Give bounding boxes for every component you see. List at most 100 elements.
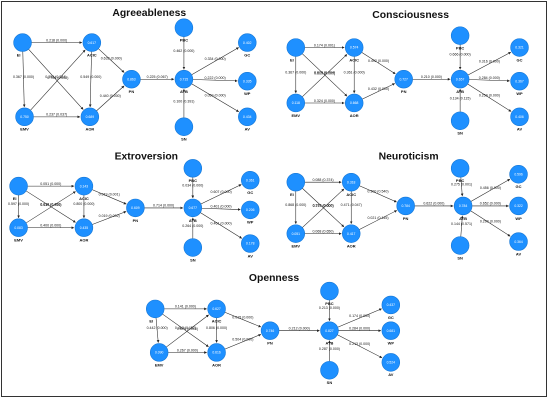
- path-coefficient-label: 0.210 (0.000): [421, 75, 442, 79]
- construct-label: WP: [388, 341, 395, 346]
- path-coefficient-label: 0.290 (0.000): [480, 219, 501, 223]
- path-coefficient-label: 0.456 (0.000): [480, 186, 501, 190]
- r-squared-value: 0.827: [325, 329, 334, 333]
- path-atb-to-gc: [470, 178, 511, 202]
- path-coefficient-label: 0.019 (0.456): [40, 202, 61, 206]
- path-coefficient-label: 0.401 (0.000): [210, 205, 231, 209]
- path-ei-to-aor: [25, 190, 76, 223]
- path-coefficient-label: 0.300 (0.540): [367, 190, 388, 194]
- construct-label: GC: [388, 315, 394, 320]
- construct-node-ei: EI: [286, 38, 305, 62]
- r-squared-value: 0.417: [347, 232, 356, 236]
- path-coefficient-label: 0.549 (0.000): [80, 75, 101, 79]
- construct-circle: [396, 196, 415, 216]
- path-ei-to-emv: [155, 317, 160, 343]
- construct-label: GC: [244, 52, 250, 57]
- path-coefficient-label: 0.259 (0.000): [479, 94, 500, 98]
- path-coefficient-label: 0.632 (0.000): [101, 56, 122, 60]
- path-aor-to-pn: [92, 211, 127, 225]
- panel-consciousness: 0.174 (0.001)0.367 (0.000)0.020 (0.704)0…: [285, 26, 529, 136]
- path-coefficient-label: 0.367 (0.000): [285, 71, 306, 75]
- construct-label: SN: [457, 131, 463, 136]
- path-coefficient-label: 0.461 (0.000): [211, 221, 232, 225]
- path-coefficient-label: 0.218 (0.000): [46, 38, 67, 42]
- r-squared-value: 0.596: [514, 172, 523, 176]
- construct-circle: [174, 117, 194, 136]
- construct-circle: [320, 361, 339, 380]
- construct-node-pbc: PBC: [450, 26, 470, 51]
- path-acic-to-pn: [98, 48, 125, 73]
- path-acic-to-pn: [361, 52, 396, 75]
- path-coefficient-label: 0.225 (0.067): [147, 75, 168, 79]
- path-ei-to-aor: [302, 188, 345, 228]
- panel-title-neuroticism: Neuroticism: [379, 151, 439, 162]
- path-coefficient-label: 0.868 (0.000): [285, 203, 306, 207]
- path-acic-to-pn: [359, 185, 397, 203]
- construct-label: WP: [516, 91, 523, 96]
- construct-label: GC: [516, 184, 522, 189]
- path-atb-to-gc: [191, 47, 239, 75]
- r-squared-value: 0.318: [347, 180, 356, 184]
- construct-circle: [320, 321, 339, 340]
- path-coefficient-label: 0.267 (0.000): [177, 348, 198, 352]
- construct-circle: [450, 236, 470, 255]
- path-coefficient-label: 0.471 (0.047): [341, 203, 362, 207]
- panel-agreeableness: 0.218 (0.000)0.367 (0.000)0.355 (0.324)0…: [13, 18, 257, 142]
- panel-neuroticism: 0.088 (0.374)0.868 (0.000)0.317 (0.007)0…: [285, 159, 528, 260]
- path-emv-to-acic: [25, 191, 76, 224]
- construct-label: EMV: [292, 113, 301, 118]
- construct-label: ACIC: [349, 57, 359, 62]
- construct-circle: [286, 224, 305, 243]
- construct-label: SN: [190, 257, 196, 262]
- path-coefficient-label: 0.800 (0.000): [73, 202, 94, 206]
- path-sn-to-atb: [460, 215, 464, 237]
- path-coefficient-label: 0.413 (0.157): [175, 326, 196, 330]
- construct-circle: [126, 198, 145, 218]
- r-squared-value: 0.143: [80, 184, 89, 188]
- path-coefficient-label: 0.088 (0.374): [312, 178, 333, 182]
- r-squared-value: 0.863: [127, 77, 136, 81]
- construct-label: PN: [129, 89, 135, 94]
- construct-circle: [183, 198, 203, 218]
- path-coefficient-label: 0.019 (0.002): [99, 214, 120, 218]
- construct-label: PN: [267, 341, 273, 346]
- construct-label: GC: [247, 190, 253, 195]
- path-pbc-to-atb: [460, 177, 464, 197]
- construct-circle: [510, 71, 529, 91]
- construct-circle: [450, 159, 470, 178]
- path-atb-to-wp: [201, 207, 241, 211]
- path-coefficient-label: 0.607 (0.000): [211, 190, 232, 194]
- path-coefficient-label: 0.021 (0.145): [367, 216, 388, 220]
- construct-circle: [509, 165, 528, 184]
- construct-circle: [207, 343, 226, 362]
- construct-circle: [74, 176, 94, 196]
- construct-circle: [344, 93, 364, 113]
- construct-circle: [74, 218, 94, 237]
- path-aor-to-pn: [359, 210, 398, 230]
- path-ei-to-emv: [22, 51, 26, 108]
- construct-label: EI: [13, 196, 17, 201]
- construct-node-ei: EI: [9, 176, 28, 201]
- construct-circle: [241, 200, 260, 220]
- construct-circle: [241, 234, 260, 253]
- construct-node-pbc: PBC: [174, 18, 194, 43]
- path-aor-to-pn: [224, 334, 262, 350]
- path-coefficient-label: 0.068 (0.650): [312, 229, 333, 233]
- construct-node-sn: SN: [450, 111, 470, 136]
- path-coefficient-label: 0.100 (0.391): [173, 99, 194, 103]
- r-squared-value: 0.657: [456, 77, 465, 81]
- r-squared-value: 0.434: [243, 115, 252, 119]
- construct-circle: [342, 172, 361, 192]
- construct-circle: [9, 218, 28, 237]
